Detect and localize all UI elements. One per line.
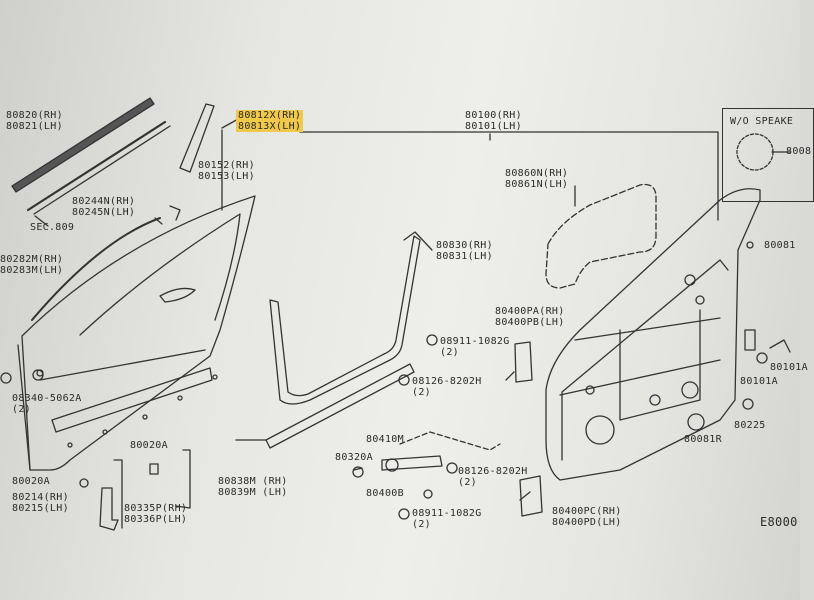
label-80860: 80860N(RH)80861N(LH) [505,168,569,190]
label-sec809: SEC.809 [30,222,75,233]
label-80101a-right: 80101A [770,362,808,373]
bracket-piece [175,449,191,509]
label-80020a-left: 80020A [12,476,50,487]
molding-strip-upper [11,97,155,193]
label-80820: 80820(RH)80821(LH) [6,110,63,132]
label-80400b: 80400B [366,488,404,499]
label-80100: 80100(RH)80101(LH) [465,110,522,132]
leader-80100 [299,131,719,221]
molding-strip-lower [26,120,167,212]
outside-molding [265,363,415,449]
pillar-trim [179,103,215,173]
weatherstrip [269,235,421,405]
label-80244: 80244N(RH)80245N(LH) [72,196,136,218]
outer-door-panel [21,195,256,471]
check-link [381,455,443,471]
diagram-code: E8000 [760,515,798,529]
hinge-upper [514,341,533,383]
label-wo-speaker: W/O SPEAKE [730,116,794,127]
hinge-lower [519,475,543,517]
label-80410m: 80410M [366,434,404,445]
label-08340: 08340-5062A(2) [12,393,82,415]
label-08126-lower: 08126-8202H(2) [458,466,528,488]
label-80400pc: 80400PC(RH)80400PD(LH) [552,506,622,528]
label-80838: 80838M (RH)80839M (LH) [218,476,288,498]
label-80320a: 80320A [335,452,373,463]
label-80335: 80335P(RH)80336P(LH) [124,503,188,525]
door-molding [51,367,213,433]
label-80101a-left: 80101A [740,376,778,387]
seal-piece [99,487,119,531]
label-8008: 8008 [786,146,812,157]
label-80081: 80081 [764,240,796,251]
label-80081r: 80081R [684,434,722,445]
label-80214: 80214(RH)80215(LH) [12,492,69,514]
label-80020a-right: 80020A [130,440,168,451]
label-08911-lower: 08911-1082G(2) [412,508,482,530]
label-80812-highlighted: 80812X(RH)80813X(LH) [236,110,304,132]
inner-door-panel [545,188,761,481]
label-08911-upper: 08911-1082G(2) [440,336,510,358]
label-08126-upper: 08126-8202H(2) [412,376,482,398]
label-80282: 80282M(RH)80283M(LH) [0,254,64,276]
label-80830: 80830(RH)80831(LH) [436,240,493,262]
label-80152: 80152(RH)80153(LH) [198,160,255,182]
sealing-screen [545,183,657,289]
label-80400pa: 80400PA(RH)80400PB(LH) [495,306,565,328]
label-80225: 80225 [734,420,766,431]
